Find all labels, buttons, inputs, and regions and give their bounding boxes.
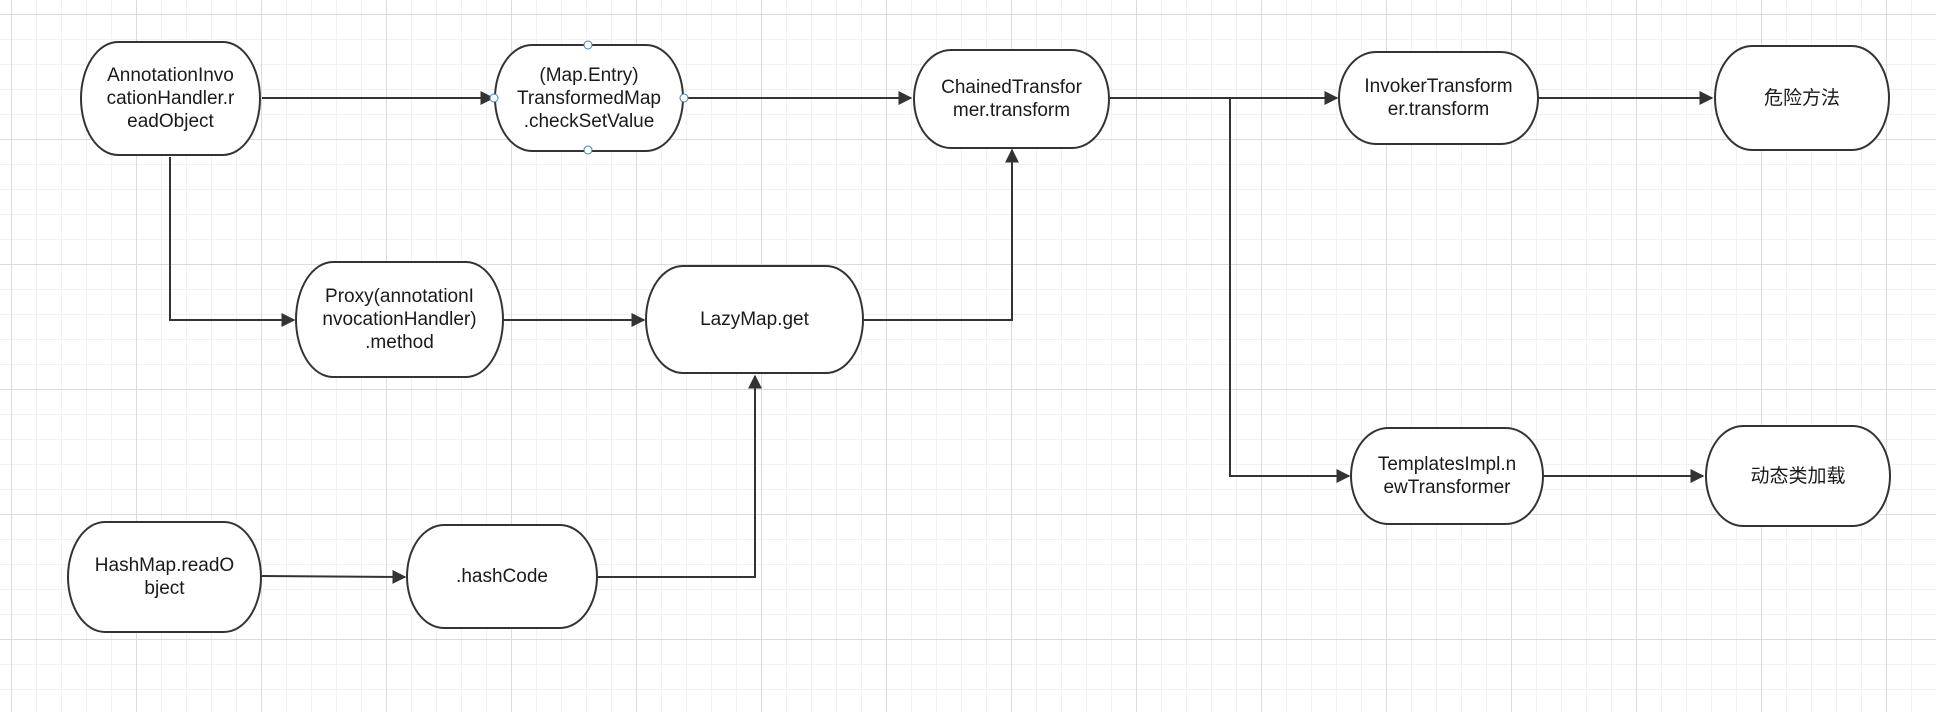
selection-handle-right[interactable] — [679, 93, 689, 103]
selection-handle-left[interactable] — [489, 93, 499, 103]
selection-handle-top[interactable] — [583, 40, 593, 50]
node-templatesimpl-newtransformer[interactable]: TemplatesImpl.n ewTransformer — [1350, 427, 1544, 525]
edge-lazymap-to-chained — [864, 148, 1019, 321]
edge-hashmap-to-hashcode — [261, 569, 407, 584]
node-invokertransformer-transform[interactable]: InvokerTransform er.transform — [1338, 51, 1539, 145]
node-proxy-method[interactable]: Proxy(annotationI nvocationHandler) .met… — [295, 261, 504, 378]
node-hashcode[interactable]: .hashCode — [406, 524, 598, 629]
node-lazymap-get[interactable]: LazyMap.get — [645, 265, 864, 374]
node-annotation-invocation-handler-readobject[interactable]: AnnotationInvo cationHandler.r eadObject — [80, 41, 261, 156]
node-dynamic-class-loading[interactable]: 动态类加载 — [1705, 425, 1891, 527]
selection-handle-bottom[interactable] — [583, 145, 593, 155]
node-dangerous-method[interactable]: 危险方法 — [1714, 45, 1890, 151]
edge-hashcode-to-lazymap — [598, 374, 762, 578]
node-chainedtransformer-transform[interactable]: ChainedTransfor mer.transform — [913, 49, 1110, 149]
edge-chained-to-templates — [1110, 97, 1351, 483]
edge-annotation-to-proxy — [169, 157, 296, 327]
node-transformedmap-checksetvalue[interactable]: (Map.Entry) TransformedMap .checkSetValu… — [494, 44, 684, 152]
node-hashmap-readobject[interactable]: HashMap.readO bject — [67, 521, 262, 633]
